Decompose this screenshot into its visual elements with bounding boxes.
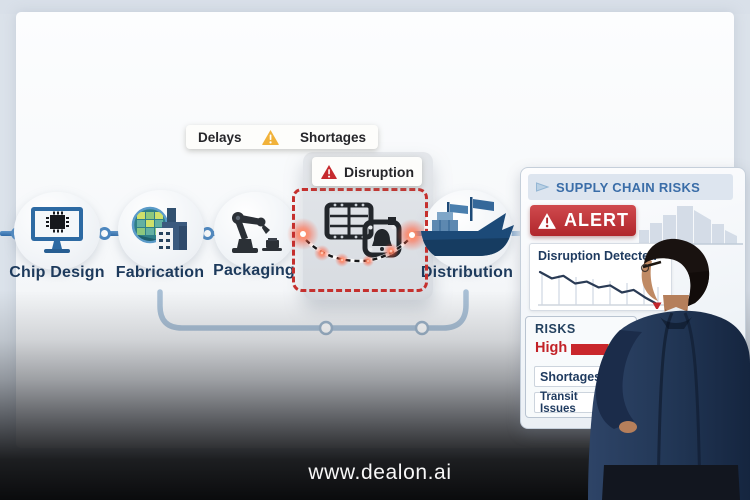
alert-triangle-icon	[321, 164, 337, 179]
alert-triangle-icon	[538, 212, 556, 229]
risks-title: RISKS	[535, 322, 576, 336]
shortages-label: Shortages	[299, 129, 366, 145]
panel-title: SUPPLY CHAIN RISKS	[556, 179, 701, 195]
businessman-figure	[588, 238, 750, 500]
panel-header: SUPPLY CHAIN RISKS	[528, 174, 733, 200]
disruption-badge: Disruption	[312, 157, 422, 186]
cargo-ship-icon	[421, 197, 514, 256]
warning-triangle-icon	[262, 129, 280, 145]
alert-banner: ALERT	[530, 205, 636, 236]
delays-shortages-badge: Delays Shortages	[186, 125, 378, 149]
flag-icon	[536, 182, 550, 192]
hair-shade	[686, 271, 710, 307]
disruption-label: Disruption	[344, 163, 414, 180]
website-url: www.dealon.ai	[308, 461, 452, 484]
hand	[619, 421, 637, 433]
high-risk-label: High	[535, 340, 568, 356]
disruption-dashed-border	[292, 188, 428, 292]
delays-label: Delays	[198, 129, 242, 145]
alert-label: ALERT	[564, 210, 629, 230]
